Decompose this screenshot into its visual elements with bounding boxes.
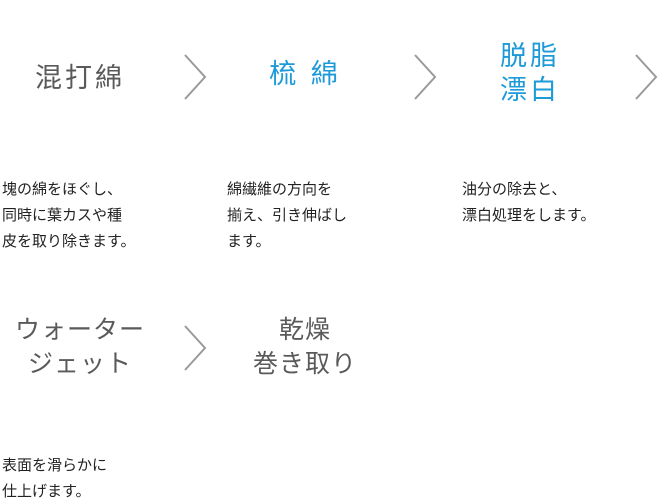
step-1-description: 塊の綿をほぐし、 同時に葉カスや種 皮を取り除きます。 [2, 180, 136, 250]
step-3-title: 脱脂 漂白 [500, 41, 560, 106]
chevron-right-icon [413, 53, 437, 101]
chevron-right-icon [183, 324, 207, 372]
step-4-description: 表面を滑らかに 仕上げます。 [2, 456, 108, 500]
step-4-title: ウォーター ジェット [14, 315, 145, 378]
chevron-right-icon [634, 53, 658, 101]
step-2-title: 梳 綿 [269, 59, 341, 90]
step-1-title: 混打綿 [35, 63, 125, 94]
chevron-right-icon [183, 53, 207, 101]
step-2-description: 綿繊維の方向を 揃え、引き伸ばし ます。 [227, 180, 348, 250]
step-3-description: 油分の除去と、 漂白処理をします。 [462, 180, 596, 224]
step-5-title: 乾燥 巻き取り [252, 315, 357, 378]
